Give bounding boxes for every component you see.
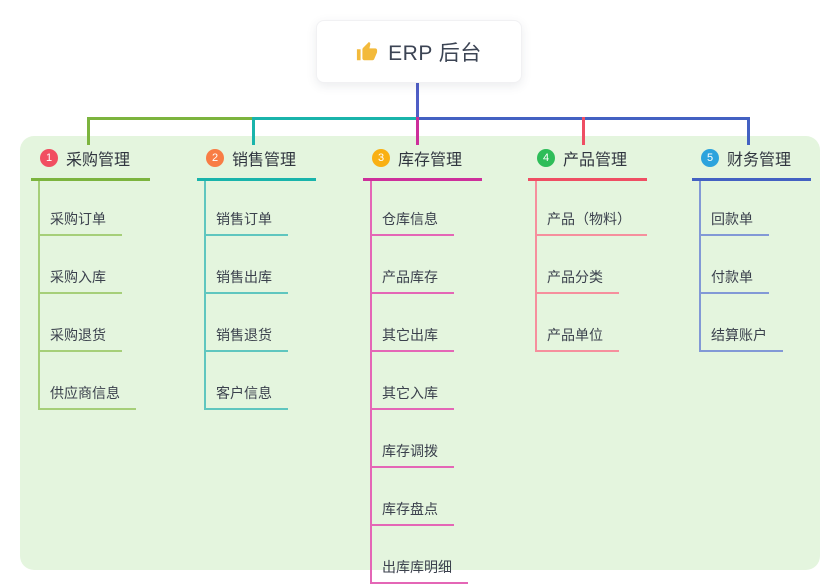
child-node[interactable]: 回款单 xyxy=(701,181,769,236)
child-node[interactable]: 产品（物料） xyxy=(537,181,647,236)
child-node[interactable]: 其它入库 xyxy=(372,352,454,410)
branch-column: 4 产品管理 产品（物料）产品分类产品单位 xyxy=(528,146,647,352)
root-connector-line xyxy=(416,83,419,118)
branch-title: 库存管理 xyxy=(398,152,463,169)
child-node[interactable]: 销售订单 xyxy=(206,181,288,236)
branch-children: 销售订单销售出库销售退货客户信息 xyxy=(204,181,316,410)
branch-header[interactable]: 4 产品管理 xyxy=(528,146,647,181)
branch-number-badge: 4 xyxy=(537,149,555,167)
branch-number-badge: 2 xyxy=(206,149,224,167)
bus-segment-sales xyxy=(253,117,417,120)
branch-column: 5 财务管理 回款单付款单结算账户 xyxy=(692,146,811,352)
child-node[interactable]: 产品库存 xyxy=(372,236,454,294)
branch-drop-finance xyxy=(747,117,750,145)
branch-drop-product xyxy=(582,117,585,145)
child-node[interactable]: 销售退货 xyxy=(206,294,288,352)
bus-segment-purchase xyxy=(87,117,253,120)
branch-title: 产品管理 xyxy=(563,152,628,169)
branch-children: 采购订单采购入库采购退货供应商信息 xyxy=(38,181,150,410)
child-node[interactable]: 供应商信息 xyxy=(40,352,136,410)
child-node[interactable]: 产品分类 xyxy=(537,236,619,294)
branch-children: 仓库信息产品库存其它出库其它入库库存调拨库存盘点出库库明细 xyxy=(370,181,482,584)
branch-number-badge: 1 xyxy=(40,149,58,167)
branch-number-badge: 5 xyxy=(701,149,719,167)
branch-drop-inventory xyxy=(416,117,419,145)
child-node[interactable]: 销售出库 xyxy=(206,236,288,294)
thumbs-up-icon xyxy=(357,41,378,60)
branch-column: 3 库存管理 仓库信息产品库存其它出库其它入库库存调拨库存盘点出库库明细 xyxy=(363,146,482,584)
branch-header[interactable]: 1 采购管理 xyxy=(31,146,150,181)
branch-children: 产品（物料）产品分类产品单位 xyxy=(535,181,647,352)
root-node-label: ERP 后台 xyxy=(388,41,482,65)
branch-number-badge: 3 xyxy=(372,149,390,167)
branch-header[interactable]: 2 销售管理 xyxy=(197,146,316,181)
branch-drop-sales xyxy=(252,117,255,145)
branch-title: 销售管理 xyxy=(232,152,297,169)
child-node[interactable]: 采购退货 xyxy=(40,294,122,352)
branch-header[interactable]: 3 库存管理 xyxy=(363,146,482,181)
child-node[interactable]: 结算账户 xyxy=(701,294,783,352)
child-node[interactable]: 付款单 xyxy=(701,236,769,294)
branch-column: 2 销售管理 销售订单销售出库销售退货客户信息 xyxy=(197,146,316,410)
branch-column: 1 采购管理 采购订单采购入库采购退货供应商信息 xyxy=(31,146,150,410)
branch-children: 回款单付款单结算账户 xyxy=(699,181,811,352)
child-node[interactable]: 库存调拨 xyxy=(372,410,454,468)
child-node[interactable]: 库存盘点 xyxy=(372,468,454,526)
branches-panel xyxy=(20,136,820,570)
branch-drop-purchase xyxy=(87,117,90,145)
child-node[interactable]: 采购订单 xyxy=(40,181,122,236)
root-node[interactable]: ERP 后台 xyxy=(316,20,522,83)
child-node[interactable]: 仓库信息 xyxy=(372,181,454,236)
branch-header[interactable]: 5 财务管理 xyxy=(692,146,811,181)
child-node[interactable]: 产品单位 xyxy=(537,294,619,352)
child-node[interactable]: 采购入库 xyxy=(40,236,122,294)
branch-title: 财务管理 xyxy=(727,152,792,169)
child-node[interactable]: 客户信息 xyxy=(206,352,288,410)
child-node[interactable]: 出库库明细 xyxy=(372,526,468,584)
child-node[interactable]: 其它出库 xyxy=(372,294,454,352)
branch-title: 采购管理 xyxy=(66,152,131,169)
